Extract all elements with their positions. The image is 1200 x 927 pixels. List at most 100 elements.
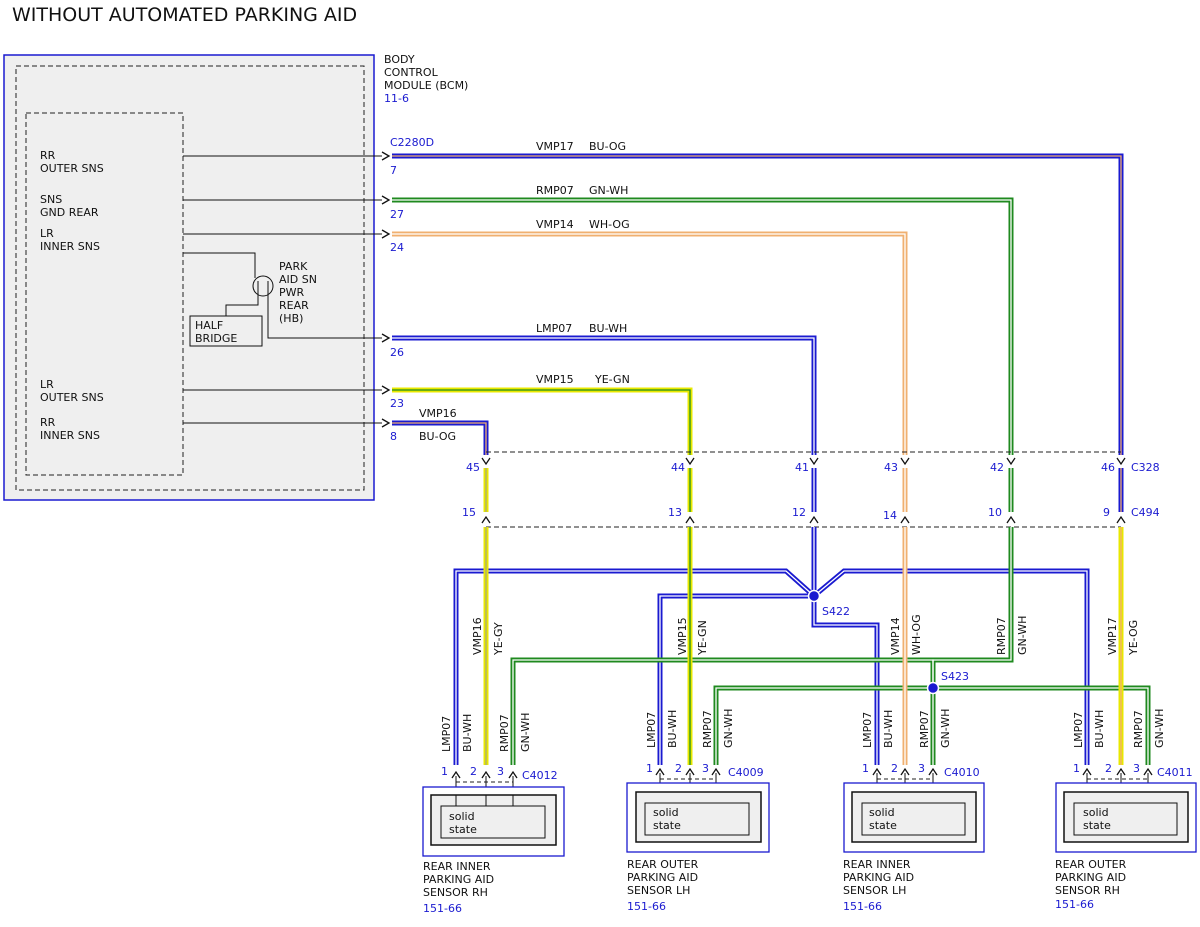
bcm-box xyxy=(3,54,375,501)
svg-text:BU-WH: BU-WH xyxy=(1093,710,1106,748)
wire-label-vmp14: VMP14 xyxy=(536,218,574,231)
wire-color-vmp17: BU-OG xyxy=(589,140,626,153)
bcm-connector: C2280D xyxy=(390,136,434,149)
wire-label-rmp07: RMP07 xyxy=(536,184,574,197)
vlabel-ye-og: YE-OG xyxy=(1127,620,1140,656)
bcm-label-2: CONTROL xyxy=(384,66,439,79)
vlabel-ye-gn: YE-GN xyxy=(696,620,709,656)
bcm-pin-label-lr-inner-2: INNER SNS xyxy=(40,240,100,253)
vlabel-vmp15: VMP15 xyxy=(676,617,689,655)
power-label-5: (HB) xyxy=(279,312,303,325)
power-label-2: AID SN xyxy=(279,273,317,286)
wire-label-vmp16: VMP16 xyxy=(419,407,457,420)
wire-label-lmp07: LMP07 xyxy=(536,322,572,335)
svg-text:REAR OUTER: REAR OUTER xyxy=(627,858,699,871)
sensor-rear-outer-lh: 1 2 3 C4009 solid state REAR OUTER PARKI… xyxy=(626,762,770,913)
svg-text:REAR INNER: REAR INNER xyxy=(843,858,911,871)
rmp07-harness xyxy=(510,527,1151,765)
svg-text:REAR OUTER: REAR OUTER xyxy=(1055,858,1127,871)
wire-lmp07-top xyxy=(392,335,817,455)
c328-pin-44: 44 xyxy=(671,461,685,474)
bcm-label-3: MODULE (BCM) xyxy=(384,79,468,92)
bcm-inner-dashed xyxy=(15,65,365,491)
bcm-label-1: BODY xyxy=(384,53,415,66)
svg-text:2: 2 xyxy=(470,765,477,778)
svg-text:state: state xyxy=(653,819,681,832)
sensor-rear-outer-rh: 1 2 3 C4011 solid state REAR OUTER PARKI… xyxy=(1055,762,1197,911)
svg-text:C4010: C4010 xyxy=(944,766,980,779)
bcm-pin-label-rr-outer-1: RR xyxy=(40,149,56,162)
svg-text:LMP07: LMP07 xyxy=(645,712,658,748)
wire-label-vmp15: VMP15 xyxy=(536,373,574,386)
bcm-pin-7: 7 xyxy=(390,164,397,177)
svg-text:SENSOR LH: SENSOR LH xyxy=(843,884,906,897)
svg-text:PARKING AID: PARKING AID xyxy=(1055,871,1126,884)
svg-text:SENSOR RH: SENSOR RH xyxy=(1055,884,1120,897)
vlabel-vmp14: VMP14 xyxy=(889,617,902,655)
svg-text:GN-WH: GN-WH xyxy=(939,709,952,748)
vertical-wire-labels: VMP16 YE-GY VMP15 YE-GN VMP14 WH-OG RMP0… xyxy=(471,614,1140,656)
svg-text:C4009: C4009 xyxy=(728,766,764,779)
vlabel-vmp16: VMP16 xyxy=(471,617,484,655)
lmp07-harness xyxy=(453,527,1090,765)
wire-vmp14-top xyxy=(392,231,908,455)
wire-rmp07-top xyxy=(392,197,1014,455)
power-label-3: PWR xyxy=(279,286,305,299)
svg-text:3: 3 xyxy=(918,762,925,775)
half-bridge-label-1: HALF xyxy=(195,319,223,332)
c494-connector: C494 xyxy=(1131,506,1160,519)
wire-vmp17 xyxy=(392,153,1124,455)
svg-text:solid: solid xyxy=(869,806,895,819)
half-bridge-box xyxy=(189,315,263,347)
svg-text:C4011: C4011 xyxy=(1157,766,1193,779)
bcm-pin-24: 24 xyxy=(390,241,404,254)
c328-pin-46: 46 xyxy=(1101,461,1115,474)
svg-text:2: 2 xyxy=(1105,762,1112,775)
svg-text:RMP07: RMP07 xyxy=(701,710,714,748)
c328-pin-43: 43 xyxy=(884,461,898,474)
bcm-ref: 11-6 xyxy=(384,92,409,105)
svg-text:solid: solid xyxy=(1083,806,1109,819)
bcm-pin-26: 26 xyxy=(390,346,404,359)
splice-s422-dot xyxy=(807,589,821,603)
svg-text:solid: solid xyxy=(653,806,679,819)
vlabel-rmp07: RMP07 xyxy=(995,617,1008,655)
bcm-internal-lines xyxy=(183,155,382,424)
bcm-pin-8: 8 xyxy=(390,430,397,443)
svg-text:GN-WH: GN-WH xyxy=(722,709,735,748)
vlabel-vmp17: VMP17 xyxy=(1106,617,1119,655)
svg-text:151-66: 151-66 xyxy=(843,900,882,913)
bcm-pin-label-sns-gnd-1: SNS xyxy=(40,193,62,206)
svg-text:solid: solid xyxy=(449,810,475,823)
svg-text:RMP07: RMP07 xyxy=(918,710,931,748)
c494-pin-13: 13 xyxy=(668,506,682,519)
power-label-1: PARK xyxy=(279,260,308,273)
svg-text:1: 1 xyxy=(1073,762,1080,775)
bcm-pin-label-lr-outer-2: OUTER SNS xyxy=(40,391,104,404)
wire-vmp15-top xyxy=(392,387,693,455)
svg-text:3: 3 xyxy=(1133,762,1140,775)
power-label-4: REAR xyxy=(279,299,309,312)
svg-text:C4012: C4012 xyxy=(522,769,558,782)
svg-text:state: state xyxy=(1083,819,1111,832)
svg-text:LMP07: LMP07 xyxy=(1072,712,1085,748)
page-title: WITHOUT AUTOMATED PARKING AID xyxy=(12,4,357,26)
svg-text:REAR INNER: REAR INNER xyxy=(423,860,491,873)
svg-text:151-66: 151-66 xyxy=(627,900,666,913)
svg-text:1: 1 xyxy=(646,762,653,775)
c328-connector: C328 xyxy=(1131,461,1160,474)
inline-segment-wires xyxy=(483,468,1124,512)
bcm-pin-label-lr-outer-1: LR xyxy=(40,378,54,391)
c328-pin-41: 41 xyxy=(795,461,809,474)
c494-pin-14: 14 xyxy=(883,509,897,522)
svg-text:LMP07: LMP07 xyxy=(861,712,874,748)
splice-s423-dot xyxy=(926,681,940,695)
wire-vmp16-top xyxy=(392,420,489,455)
c328-pin-42: 42 xyxy=(990,461,1004,474)
svg-text:BU-WH: BU-WH xyxy=(461,714,474,752)
svg-text:1: 1 xyxy=(441,765,448,778)
wire-color-vmp14: WH-OG xyxy=(589,218,630,231)
vlabel-wh-og: WH-OG xyxy=(910,614,923,655)
svg-text:state: state xyxy=(449,823,477,836)
